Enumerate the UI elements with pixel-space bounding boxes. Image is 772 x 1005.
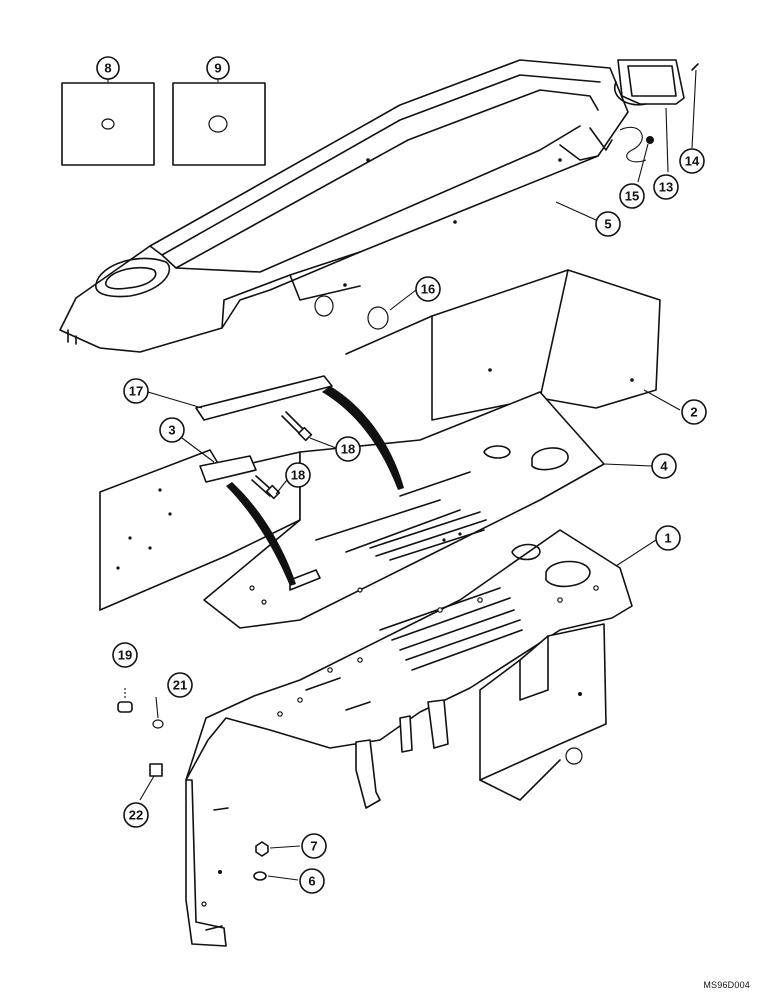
support-bracket-left — [185, 779, 229, 947]
pad-3 — [199, 455, 257, 483]
support-bracket-center — [355, 699, 449, 809]
grommet-panel-9 — [172, 82, 266, 166]
callout-6: 6 — [299, 868, 325, 894]
console-cover — [59, 59, 629, 353]
drawing-reference-code: MS96D004 — [703, 980, 750, 990]
callout-17: 17 — [123, 378, 149, 404]
callout-label-5: 5 — [604, 217, 611, 232]
pad-17 — [195, 375, 333, 421]
callout-label-2: 2 — [690, 405, 697, 420]
washer-6 — [253, 871, 267, 881]
callout-21: 21 — [167, 672, 193, 698]
callout-label-8: 8 — [104, 61, 111, 76]
callout-label-18-lower: 18 — [291, 468, 305, 483]
nut-7 — [255, 841, 269, 857]
callout-label-17: 17 — [129, 384, 143, 399]
washer-21 — [152, 719, 164, 729]
support-bracket-right — [479, 623, 607, 801]
callout-4: 4 — [651, 453, 677, 479]
harness-clip — [619, 126, 654, 163]
lamp-housing — [613, 59, 699, 106]
callout-label-9: 9 — [214, 61, 221, 76]
floor-plate — [185, 529, 633, 781]
callout-label-16: 16 — [421, 282, 435, 297]
callout-label-21: 21 — [173, 678, 187, 693]
clip-22 — [149, 763, 163, 777]
callout-label-4: 4 — [660, 459, 668, 474]
callout-22: 22 — [123, 802, 149, 828]
callout-15: 15 — [619, 183, 645, 209]
callout-18-upper: 18 — [335, 436, 361, 462]
fastener-18-upper — [281, 411, 313, 442]
callout-16: 16 — [415, 276, 441, 302]
callout-14: 14 — [679, 148, 705, 174]
callout-label-3: 3 — [168, 423, 175, 438]
callout-label-18-upper: 18 — [341, 442, 355, 457]
callout-label-6: 6 — [308, 874, 315, 889]
callout-19: 19 — [112, 642, 138, 668]
callout-2: 2 — [681, 399, 707, 425]
callout-label-1: 1 — [664, 531, 671, 546]
fastener-18-lower — [251, 475, 281, 500]
callout-7: 7 — [301, 833, 327, 859]
grommet-panel-8 — [61, 82, 155, 166]
screw-19 — [117, 688, 133, 713]
callout-5: 5 — [595, 211, 621, 237]
callout-label-13: 13 — [659, 180, 673, 195]
callout-13: 13 — [653, 174, 679, 200]
callout-label-19: 19 — [118, 648, 132, 663]
callout-label-14: 14 — [685, 154, 700, 169]
callout-8: 8 — [96, 56, 120, 80]
plug-16 — [367, 306, 389, 330]
mat-strip-upper — [322, 386, 404, 490]
rear-panel — [345, 269, 661, 421]
callout-label-22: 22 — [129, 808, 143, 823]
callout-9: 9 — [206, 56, 230, 80]
callout-label-15: 15 — [625, 189, 639, 204]
callout-1: 1 — [655, 525, 681, 551]
mat-strip-lower — [226, 482, 296, 586]
callout-3: 3 — [159, 417, 185, 443]
callout-18-lower: 18 — [285, 462, 311, 488]
callout-label-7: 7 — [310, 839, 317, 854]
